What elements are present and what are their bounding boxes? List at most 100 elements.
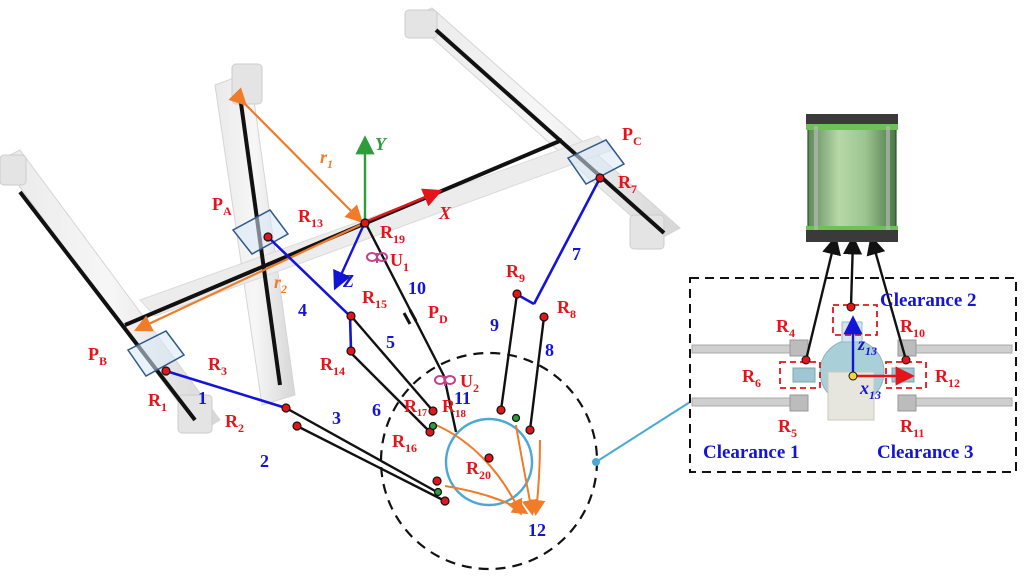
joint-block <box>789 394 809 412</box>
link-3 <box>296 424 446 503</box>
label-link-6: 6 <box>372 400 381 420</box>
link-6 <box>349 351 431 433</box>
rod-right-top <box>911 344 1013 354</box>
label-link-12: 12 <box>528 520 546 540</box>
label-link-4: 4 <box>298 300 307 320</box>
label-link-3: 3 <box>332 408 341 428</box>
label-R3: R3 <box>208 354 227 378</box>
label-R4: R4 <box>776 316 795 340</box>
joint-R8b <box>511 413 521 423</box>
r2-arrow <box>134 224 361 332</box>
detail-panel <box>689 235 1017 473</box>
link-5 <box>350 315 434 412</box>
label-link-2: 2 <box>260 451 269 471</box>
label-R5: R5 <box>778 416 797 440</box>
link-4 <box>267 236 351 317</box>
detail-joint-C2 <box>846 302 856 312</box>
label-R11: R11 <box>900 416 924 440</box>
label-R13: R13 <box>298 206 323 230</box>
label-clearance-2: Clearance 2 <box>880 290 977 311</box>
link-4b <box>348 315 353 351</box>
link-8 <box>528 316 546 431</box>
link-1 <box>165 369 287 410</box>
label-R10: R10 <box>900 316 925 340</box>
link-7 <box>532 177 602 305</box>
right-rail-axis <box>434 28 666 235</box>
rail-end-block <box>177 394 213 434</box>
label-PA: PA <box>212 194 232 218</box>
side-slot-left <box>792 367 816 383</box>
joint-R14 <box>346 346 356 356</box>
joint-R17 <box>428 406 438 416</box>
detail-link-R4 <box>804 235 841 361</box>
slider-PC <box>566 139 626 185</box>
label-link-8: 8 <box>545 340 554 360</box>
detail-leader <box>592 401 691 466</box>
x-axis-arrow <box>364 188 443 224</box>
rod-left-bottom <box>691 397 801 407</box>
joint-block <box>789 339 809 357</box>
u2-joint-icon <box>434 375 456 386</box>
link-10 <box>364 223 446 377</box>
label-R6: R6 <box>742 366 761 390</box>
label-link-5: 5 <box>386 332 395 352</box>
slider-PB <box>126 330 186 377</box>
detail-joint-R4 <box>801 355 811 365</box>
link-9 <box>499 293 519 411</box>
joint-R13 <box>263 232 273 242</box>
rod-right-bottom <box>911 397 1013 407</box>
label-R7: R7 <box>618 172 637 196</box>
label-link-11: 11 <box>454 388 471 408</box>
clearance-box-1 <box>779 361 821 389</box>
label-R15: R15 <box>362 287 387 311</box>
label-U1: U1 <box>390 250 409 274</box>
joint-R2b <box>292 421 302 431</box>
origin-dot <box>848 371 858 381</box>
joint-R9b <box>496 405 506 415</box>
label-z13: z13 <box>857 334 877 358</box>
rail-end-block <box>0 154 27 186</box>
pd-mark-a <box>402 312 412 325</box>
rail-end-block <box>404 9 438 39</box>
motion-arrow-4 <box>529 439 546 516</box>
joint-block <box>897 394 917 412</box>
label-link-10: 10 <box>408 278 426 298</box>
label-R14: R14 <box>320 354 345 378</box>
label-R12: R12 <box>935 366 960 390</box>
label-PC: PC <box>622 124 642 148</box>
label-R16: R16 <box>392 431 417 455</box>
rail-end-block <box>231 63 263 105</box>
label-Y: Y <box>375 134 388 154</box>
label-U2: U2 <box>460 371 479 395</box>
end-effector-circle <box>444 417 534 507</box>
joint-R8 <box>539 312 549 322</box>
joint-R2c <box>432 476 442 486</box>
joint-R18 <box>428 421 438 431</box>
joints <box>161 173 605 506</box>
joint-R20 <box>484 453 494 463</box>
joint-R9 <box>512 289 522 299</box>
label-R19: R19 <box>380 222 405 246</box>
cylinder-actuator <box>806 114 898 242</box>
left-rail-axis <box>18 190 197 422</box>
label-link-9: 9 <box>490 315 499 335</box>
motion-arrow-2 <box>444 485 529 515</box>
joint-R8c <box>525 425 535 435</box>
r1-arrow <box>228 87 364 224</box>
label-X: X <box>438 203 452 223</box>
label-R18: R18 <box>442 396 467 420</box>
joint-R2e <box>440 496 450 506</box>
joint-R19 <box>360 218 370 228</box>
label-R17: R17 <box>404 396 427 419</box>
label-R8: R8 <box>557 297 576 321</box>
joint-R7 <box>595 173 605 183</box>
r-vectors <box>134 87 364 332</box>
detail-frame <box>689 277 1017 473</box>
black-links <box>285 223 546 503</box>
label-Z: Z <box>342 271 354 291</box>
universal-joints <box>366 252 456 386</box>
z-axis-arrow <box>333 221 367 291</box>
label-x13: x13 <box>859 378 881 402</box>
label-r2: r2 <box>274 272 287 296</box>
